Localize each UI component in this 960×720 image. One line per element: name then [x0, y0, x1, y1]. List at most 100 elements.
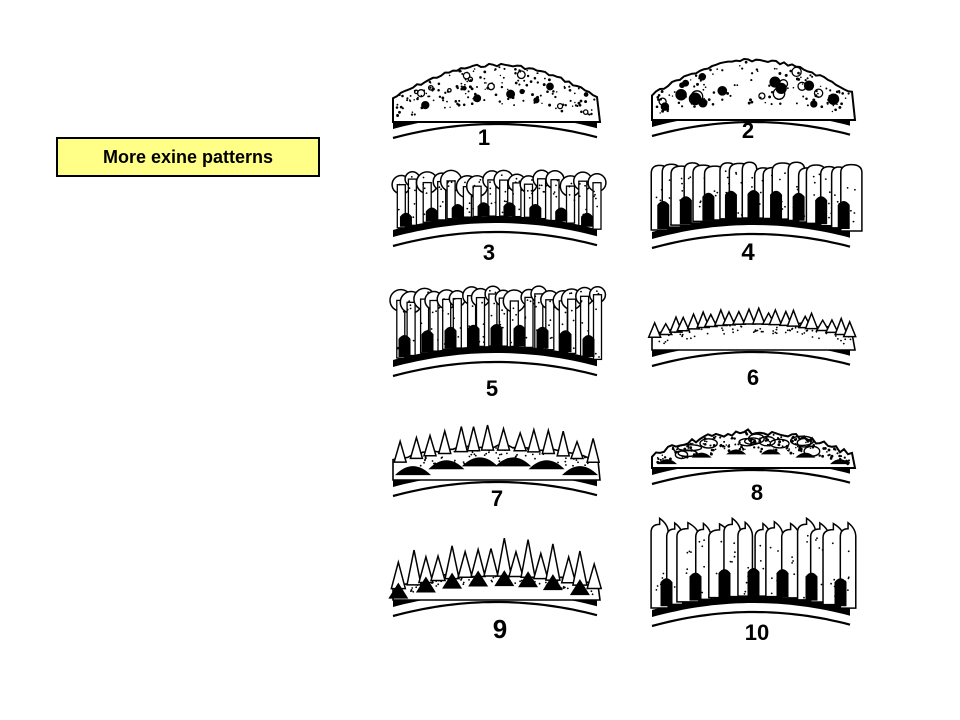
dark-mound [562, 466, 598, 476]
stipple-dot [441, 201, 444, 203]
stipple-dot [668, 94, 671, 96]
stipple-dot [732, 331, 734, 334]
stipple-dot [473, 453, 476, 456]
stipple-dot [409, 307, 412, 310]
stipple-dot [744, 60, 748, 64]
granule [758, 92, 766, 100]
dark-column [467, 324, 480, 347]
stipple-dot [575, 459, 578, 461]
verruca [699, 438, 718, 449]
stipple-dot [749, 98, 752, 102]
pilum-stalk [567, 298, 577, 355]
stipple-dot [573, 92, 576, 95]
stipple-dot [711, 103, 715, 106]
stipple-dot [571, 105, 574, 108]
intine-line [392, 230, 598, 248]
intine-line [651, 468, 851, 486]
stipple-dot [483, 341, 485, 344]
stipple-dot [525, 336, 528, 339]
stipple-dot [548, 324, 550, 327]
pilum-stalk [475, 296, 486, 348]
stipple-dot [438, 186, 441, 189]
stipple-dot [820, 105, 824, 109]
pilum-stalk [524, 296, 534, 349]
dark-column [660, 578, 673, 607]
stipple-dot [759, 191, 762, 194]
stipple-dot [506, 88, 509, 91]
spine [658, 322, 674, 336]
stipple-dot [549, 300, 551, 303]
sculpture-verrucate [651, 428, 857, 469]
stipple-dot [805, 441, 807, 444]
sculpture-clavate [650, 161, 863, 232]
stipple-dot [689, 446, 693, 450]
dark-column [529, 203, 542, 218]
stipple-dot [446, 100, 448, 103]
stipple-dot [414, 189, 416, 192]
stipple-dot [568, 185, 571, 188]
stipple-dot [447, 181, 450, 183]
stipple-dot [852, 220, 855, 223]
stipple-dot [668, 179, 671, 182]
stipple-dot [566, 587, 569, 590]
stipple-dot [806, 541, 808, 543]
stipple-dot [721, 98, 724, 101]
stipple-dot [777, 443, 781, 447]
stipple-dot [815, 539, 817, 541]
stipple-dot [538, 453, 541, 455]
sculpture-echinate-pointed [388, 538, 603, 601]
stipple-dot [526, 69, 528, 72]
stipple-dot [526, 299, 529, 301]
stipple-dot [494, 201, 497, 204]
stipple-dot [490, 314, 493, 317]
sculpture-granulate-fine [392, 62, 602, 123]
stipple-dot [472, 186, 475, 189]
stipple-dot [500, 85, 504, 89]
stipple-dot [750, 72, 754, 75]
stipple-dot [679, 333, 682, 336]
stipple-dot [580, 110, 583, 114]
spine [842, 319, 857, 338]
stipple-dot [564, 311, 567, 314]
stipple-dot [745, 432, 749, 436]
stipple-dot [828, 202, 830, 205]
stipple-dot [425, 457, 427, 460]
stipple-dot [762, 567, 765, 570]
stipple-dot [502, 76, 505, 79]
stipple-dot [759, 544, 762, 547]
spine [560, 554, 577, 584]
stipple-dot [450, 181, 453, 184]
stipple-dot [786, 447, 789, 449]
stipple-dot [830, 582, 832, 585]
stipple-dot [671, 447, 675, 451]
stipple-dot [578, 195, 581, 198]
stipple-dot [843, 456, 846, 459]
stipple-dot [429, 86, 432, 89]
stipple-dot [764, 101, 767, 104]
verruca [747, 433, 765, 445]
stipple-dot [786, 449, 789, 452]
spine [647, 320, 662, 339]
stipple-dot [516, 453, 518, 456]
spine [586, 561, 603, 590]
dark-mound [461, 457, 498, 467]
stipple-dot [657, 93, 661, 97]
stipple-dot [719, 444, 722, 448]
exine-panel-2: 2 [651, 57, 857, 143]
dark-mound [760, 449, 781, 455]
stipple-dot [591, 593, 594, 596]
stipple-dot [551, 336, 553, 339]
stipple-dot [579, 183, 581, 185]
stipple-dot [686, 568, 689, 571]
stipple-dot [494, 68, 497, 71]
stipple-dot [584, 464, 586, 467]
stipple-dot [784, 331, 787, 334]
stipple-dot [555, 91, 558, 93]
stipple-dot [482, 335, 485, 338]
stipple-dot [454, 459, 456, 462]
dark-mound [395, 466, 431, 476]
stipple-dot [744, 448, 746, 451]
stipple-dot [791, 327, 794, 330]
granule [467, 76, 474, 83]
stipple-dot [768, 95, 772, 99]
